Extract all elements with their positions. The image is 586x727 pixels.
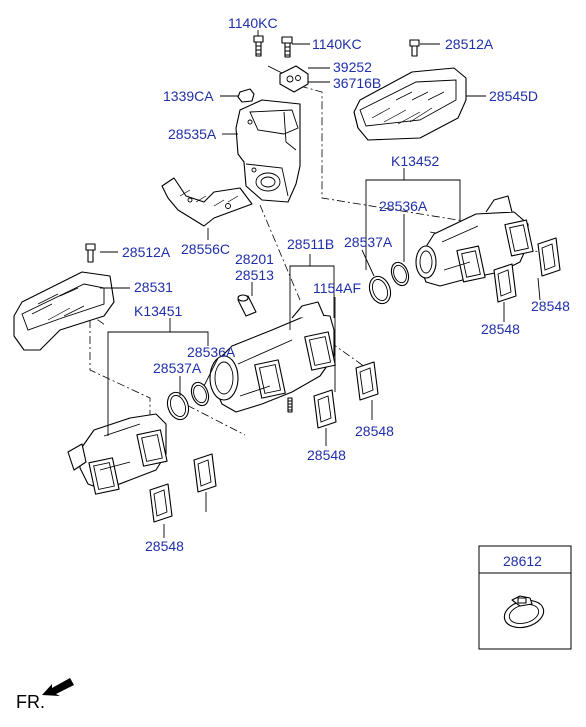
label-28536a-left[interactable]: 28536A: [187, 344, 236, 360]
label-36716b[interactable]: 36716B: [333, 75, 381, 91]
exhaust-manifold-right[interactable]: [415, 195, 534, 287]
label-28537a-left[interactable]: 28537A: [153, 360, 202, 376]
fr-label: FR.: [16, 692, 45, 712]
label-1339ca[interactable]: 1339CA: [163, 88, 214, 104]
label-1140kc-b[interactable]: 1140KC: [312, 36, 362, 52]
pipe-28201[interactable]: [237, 294, 257, 317]
exhaust-manifold-left[interactable]: [67, 413, 168, 495]
ring-28537a-right[interactable]: [366, 273, 394, 306]
label-28531[interactable]: 28531: [134, 279, 173, 295]
heat-protector-28556c[interactable]: [161, 177, 253, 227]
gasket-28548-right-2[interactable]: [493, 263, 517, 303]
label-28513[interactable]: 28513: [235, 267, 274, 283]
stud-1154af[interactable]: [287, 397, 293, 413]
label-28545d[interactable]: 28545D: [489, 88, 538, 104]
part-box-28612[interactable]: 28612: [478, 545, 572, 650]
bolt-28512a-left[interactable]: [85, 243, 96, 263]
leader-lines: [100, 30, 541, 538]
label-28556c[interactable]: 28556C: [181, 241, 230, 257]
heat-shield-28531[interactable]: [13, 271, 115, 351]
bolt-28512a-top[interactable]: [409, 39, 420, 57]
label-28535a[interactable]: 28535A: [168, 126, 217, 142]
gasket-28548-left-2[interactable]: [193, 453, 217, 493]
label-28612[interactable]: 28612: [503, 553, 542, 569]
gasket-28548-left-1[interactable]: [149, 483, 173, 523]
bolt-1140kc-b[interactable]: [281, 36, 293, 58]
label-28537a-right[interactable]: 28537A: [344, 234, 393, 250]
clamp-28612: [503, 595, 545, 629]
label-28536a-right[interactable]: 28536A: [379, 198, 428, 214]
heat-protector-28535a[interactable]: [235, 99, 301, 203]
label-39252[interactable]: 39252: [333, 59, 372, 75]
label-28511b[interactable]: 28511B: [287, 236, 334, 252]
label-k13452[interactable]: K13452: [391, 153, 439, 169]
bolt-1140kc-a[interactable]: [253, 35, 264, 57]
label-28548-center-2[interactable]: 28548: [307, 447, 346, 463]
label-28201[interactable]: 28201: [235, 251, 274, 267]
label-28512a-top[interactable]: 28512A: [445, 36, 494, 52]
label-1154af[interactable]: 1154AF: [313, 280, 361, 296]
ring-28537a-left[interactable]: [164, 389, 192, 422]
label-28548-right-2[interactable]: 28548: [481, 321, 520, 337]
front-direction-indicator: FR.: [16, 678, 74, 712]
label-28548-right-1[interactable]: 28548: [531, 298, 570, 314]
gasket-28548-center-1[interactable]: [355, 361, 379, 401]
label-28548-center-1[interactable]: 28548: [355, 423, 394, 439]
gasket-28548-center-2[interactable]: [313, 389, 337, 429]
heat-shield-28545d[interactable]: [353, 67, 467, 141]
label-k13451[interactable]: K13451: [134, 303, 182, 319]
label-28548-left[interactable]: 28548: [145, 538, 184, 554]
label-1140kc-a[interactable]: 1140KC: [228, 15, 278, 31]
seal-ring-28536a-right[interactable]: [388, 260, 411, 288]
callout-labels: 1140KC 1140KC 28512A 39252 36716B 1339CA…: [122, 15, 570, 554]
gasket-28548-right-1[interactable]: [537, 237, 561, 277]
seal-ring-28536a-left[interactable]: [188, 380, 211, 408]
front-arrow-icon: [42, 678, 74, 696]
exhaust-manifold-center[interactable]: [209, 301, 336, 413]
nut-1339ca[interactable]: [237, 88, 255, 103]
bracket-39252[interactable]: [267, 65, 309, 93]
label-28512a-left[interactable]: 28512A: [122, 244, 171, 260]
